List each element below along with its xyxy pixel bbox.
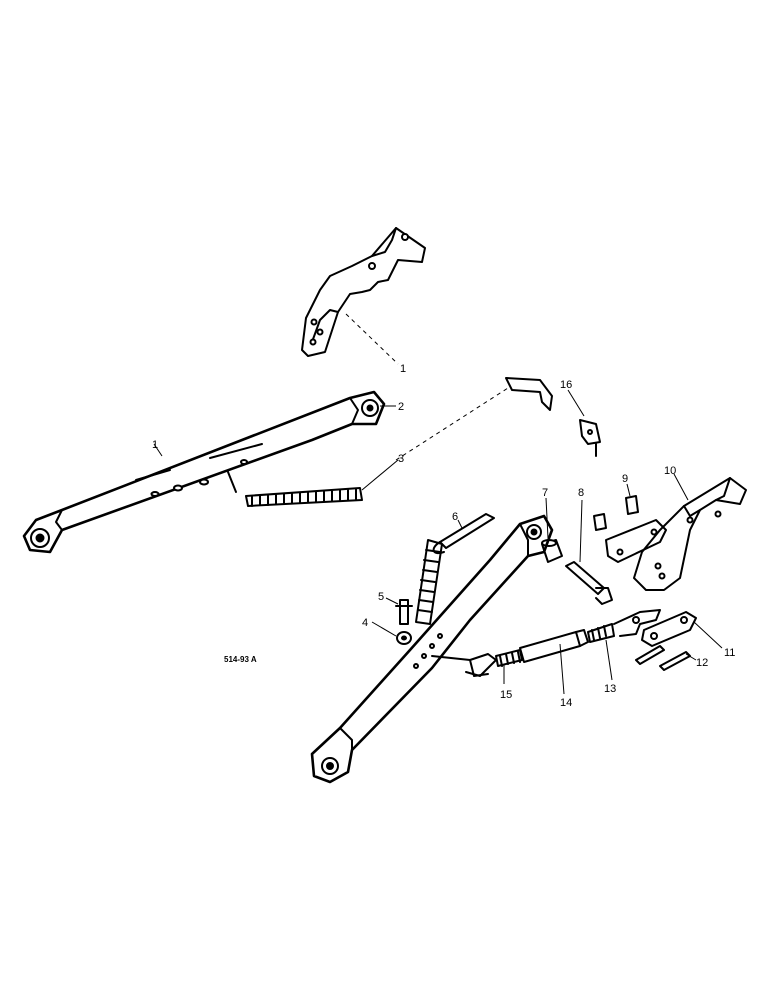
- callout-15: 15: [500, 689, 512, 701]
- leader-line-12: [685, 653, 697, 661]
- callout-14: 14: [560, 697, 572, 709]
- callout-10: 10: [664, 465, 676, 477]
- callout-3: 3: [398, 453, 404, 465]
- callout-5: 5: [378, 591, 384, 603]
- leader-line-8: [579, 499, 583, 563]
- callout-11: 11: [724, 647, 735, 659]
- pins-plate-9: [593, 495, 667, 563]
- upper-mounting-bracket: [301, 227, 426, 357]
- leader-line-5: [385, 597, 399, 605]
- cotter-pins-12: [635, 645, 691, 671]
- leader-line-11: [693, 621, 723, 649]
- clip-6: [432, 513, 495, 554]
- callout-7: 7: [542, 487, 548, 499]
- reference-code: 514-93 A: [224, 655, 257, 664]
- callout-8: 8: [578, 487, 584, 499]
- callout-13: 13: [604, 683, 616, 695]
- leader-line-3-dashed: [395, 387, 509, 461]
- callout-1-left: 1: [152, 439, 158, 451]
- leader-line-6: [457, 519, 463, 529]
- leader-line-1-upper: [345, 313, 399, 365]
- turnbuckle-assembly: [431, 609, 661, 677]
- leader-line-10: [673, 473, 689, 501]
- washer-4: [396, 631, 412, 645]
- pin-8: [565, 561, 613, 605]
- leader-line-13: [605, 639, 613, 681]
- leader-line-16: [567, 389, 585, 417]
- right-lower-link-arm: [310, 514, 554, 784]
- vertical-spring: [415, 539, 443, 625]
- plate-11: [641, 611, 697, 647]
- callout-6: 6: [452, 511, 458, 523]
- callout-12: 12: [696, 657, 708, 669]
- leader-line-14: [559, 643, 565, 695]
- coil-spring-3: [245, 487, 363, 507]
- leader-line-1-left: [153, 443, 163, 457]
- callout-16: 16: [560, 379, 572, 391]
- leader-line-9: [626, 483, 631, 497]
- pin-5: [395, 599, 413, 625]
- leader-line-4: [371, 621, 397, 637]
- callout-4: 4: [362, 617, 368, 629]
- left-lower-link-arm: [22, 390, 386, 554]
- small-bracket-16: [505, 377, 601, 457]
- callout-2: 2: [398, 401, 404, 413]
- callout-9: 9: [622, 473, 628, 485]
- leader-line-3: [361, 459, 399, 491]
- callout-1-upper: 1: [400, 363, 406, 375]
- right-mounting-bracket-10: [633, 477, 747, 591]
- leader-line-7: [545, 497, 549, 539]
